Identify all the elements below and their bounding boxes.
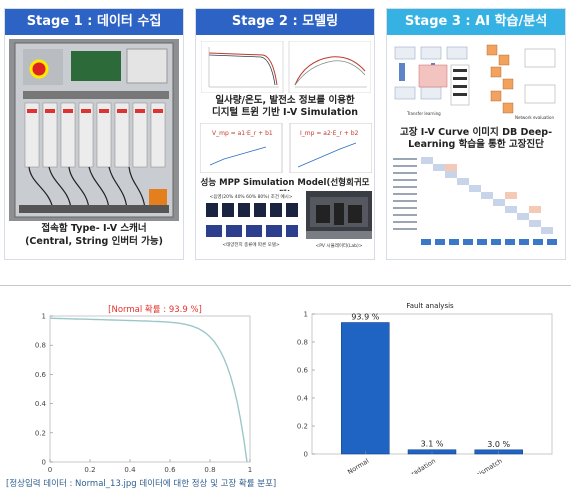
- iv-plot-area: [49, 315, 251, 463]
- footnote: [정상입력 데이터 : Normal_13.jpg 데이터에 대한 정상 및 고…: [6, 479, 277, 489]
- fault-chart-title: Fault analysis: [406, 302, 454, 310]
- fault-bar-value-label: 3.1 %: [421, 440, 444, 449]
- iv-y-tick-label: 0.4: [35, 400, 47, 408]
- stage-2-caption-line1: 일사량/온도, 발전소 정보를 이용한: [215, 95, 355, 106]
- shade-condition-label: <음영(20% 40% 60% 80%) 조건 예시>: [209, 193, 292, 200]
- iv-x-tick-label: 0.6: [164, 466, 176, 474]
- fault-bar-value-label: 3.0 %: [487, 440, 510, 449]
- formula-vmp: V_mp = a1·E_r + b1: [212, 130, 273, 137]
- pv-simulator-label: <PV 시뮬레이터(Lab)>: [315, 242, 362, 249]
- svg-text:Network evaluation: Network evaluation: [515, 115, 554, 120]
- stage-3-panel: Stage 3 : AI 학습/분석 Transfer learning Net…: [386, 8, 566, 260]
- regression-plots: V_mp = a1·E_r + b1 I_mp = a2·E_r + b2: [200, 123, 372, 173]
- fault-y-tick-label: 0: [304, 451, 308, 459]
- stage-3-caption-line2: Learning 학습을 통한 고장진단: [408, 139, 544, 150]
- svg-text:Transfer learning: Transfer learning: [406, 111, 441, 116]
- stage-3-title: Stage 3 : AI 학습/분석: [387, 9, 565, 35]
- iv-y-tick-label: 1: [42, 313, 46, 321]
- iv-x-tick-label: 1: [248, 466, 252, 474]
- deep-learning-diagram: Transfer learning Network evaluation: [391, 41, 563, 123]
- fault-y-tick-label: 0.8: [297, 339, 308, 347]
- stage-1-caption-line1: 접속함 Type- I-V 스캐너: [41, 223, 147, 234]
- stage-1-title: Stage 1 : 데이터 수집: [5, 9, 183, 35]
- fault-y-tick-label: 1: [304, 311, 308, 319]
- stage-1-caption-line2: (Central, String 인버터 가능): [25, 236, 163, 247]
- fault-category-label: Normal: [346, 457, 370, 474]
- iv-y-tick-label: 0.6: [35, 371, 47, 379]
- confusion-matrix: [391, 155, 563, 255]
- iv-curve-line: [49, 317, 248, 462]
- section-divider: [0, 285, 571, 286]
- iv-x-tick-label: 0.2: [84, 466, 95, 474]
- iv-x-tick-label: 0: [48, 466, 52, 474]
- iv-y-tick-label: 0: [42, 459, 46, 467]
- fault-analysis-chart: Fault analysis 0 0.2 0.4 0.6 0.8 1 93.9 % Norm…: [297, 302, 553, 474]
- iv-x-tick-label: 0.8: [204, 466, 215, 474]
- fault-y-tick-label: 0.4: [297, 395, 309, 403]
- iv-curve-chart: [Normal 확률 : 93.9 %] 0 0.2 0.4 0.6 0.8 1 0 0.2 0…: [35, 304, 252, 474]
- fault-y-tick-label: 0.2: [297, 423, 308, 431]
- iv-simulation-thumbnails: [201, 41, 371, 93]
- iv-y-tick-label: 0.2: [35, 429, 46, 437]
- stage-3-caption-line1: 고장 I-V Curve 이미지 DB Deep-: [399, 127, 553, 138]
- combiner-box-photo: [9, 39, 179, 221]
- pv-cell-samples: <음영(20% 40% 60% 80%) 조건 예시> <태양전지 종류에 따른…: [200, 191, 302, 249]
- iv-chart-title: [Normal 확률 : 93.9 %]: [108, 304, 202, 315]
- cell-type-label: <태양전지 종류에 따른 모델>: [222, 241, 280, 248]
- fault-bar: [341, 322, 390, 455]
- fault-category-label: Series mismatch: [454, 457, 504, 474]
- iv-x-tick-label: 0.4: [124, 466, 136, 474]
- fault-bar-value-label: 93.9 %: [351, 313, 379, 322]
- stage-2-caption-line2: 디지털 트윈 기반 I-V Simulation: [211, 107, 359, 118]
- fault-y-tick-label: 0.6: [297, 367, 309, 375]
- formula-imp: I_mp = a2·E_r + b2: [300, 130, 359, 137]
- fault-category-label: PID or cell degradation: [370, 457, 437, 474]
- stage-2-title: Stage 2 : 모델링: [196, 9, 374, 35]
- pv-simulator-lab-photo: <PV 시뮬레이터(Lab)>: [306, 191, 372, 249]
- stage-2-panel: Stage 2 : 모델링 일사량/온도, 발전소 정보를 이용한 디지털 트윈…: [195, 8, 375, 260]
- iv-y-tick-label: 0.8: [35, 342, 46, 350]
- stage-1-panel: Stage 1 : 데이터 수집 접속함 Type- I-V 스캐너 (Cent…: [4, 8, 184, 260]
